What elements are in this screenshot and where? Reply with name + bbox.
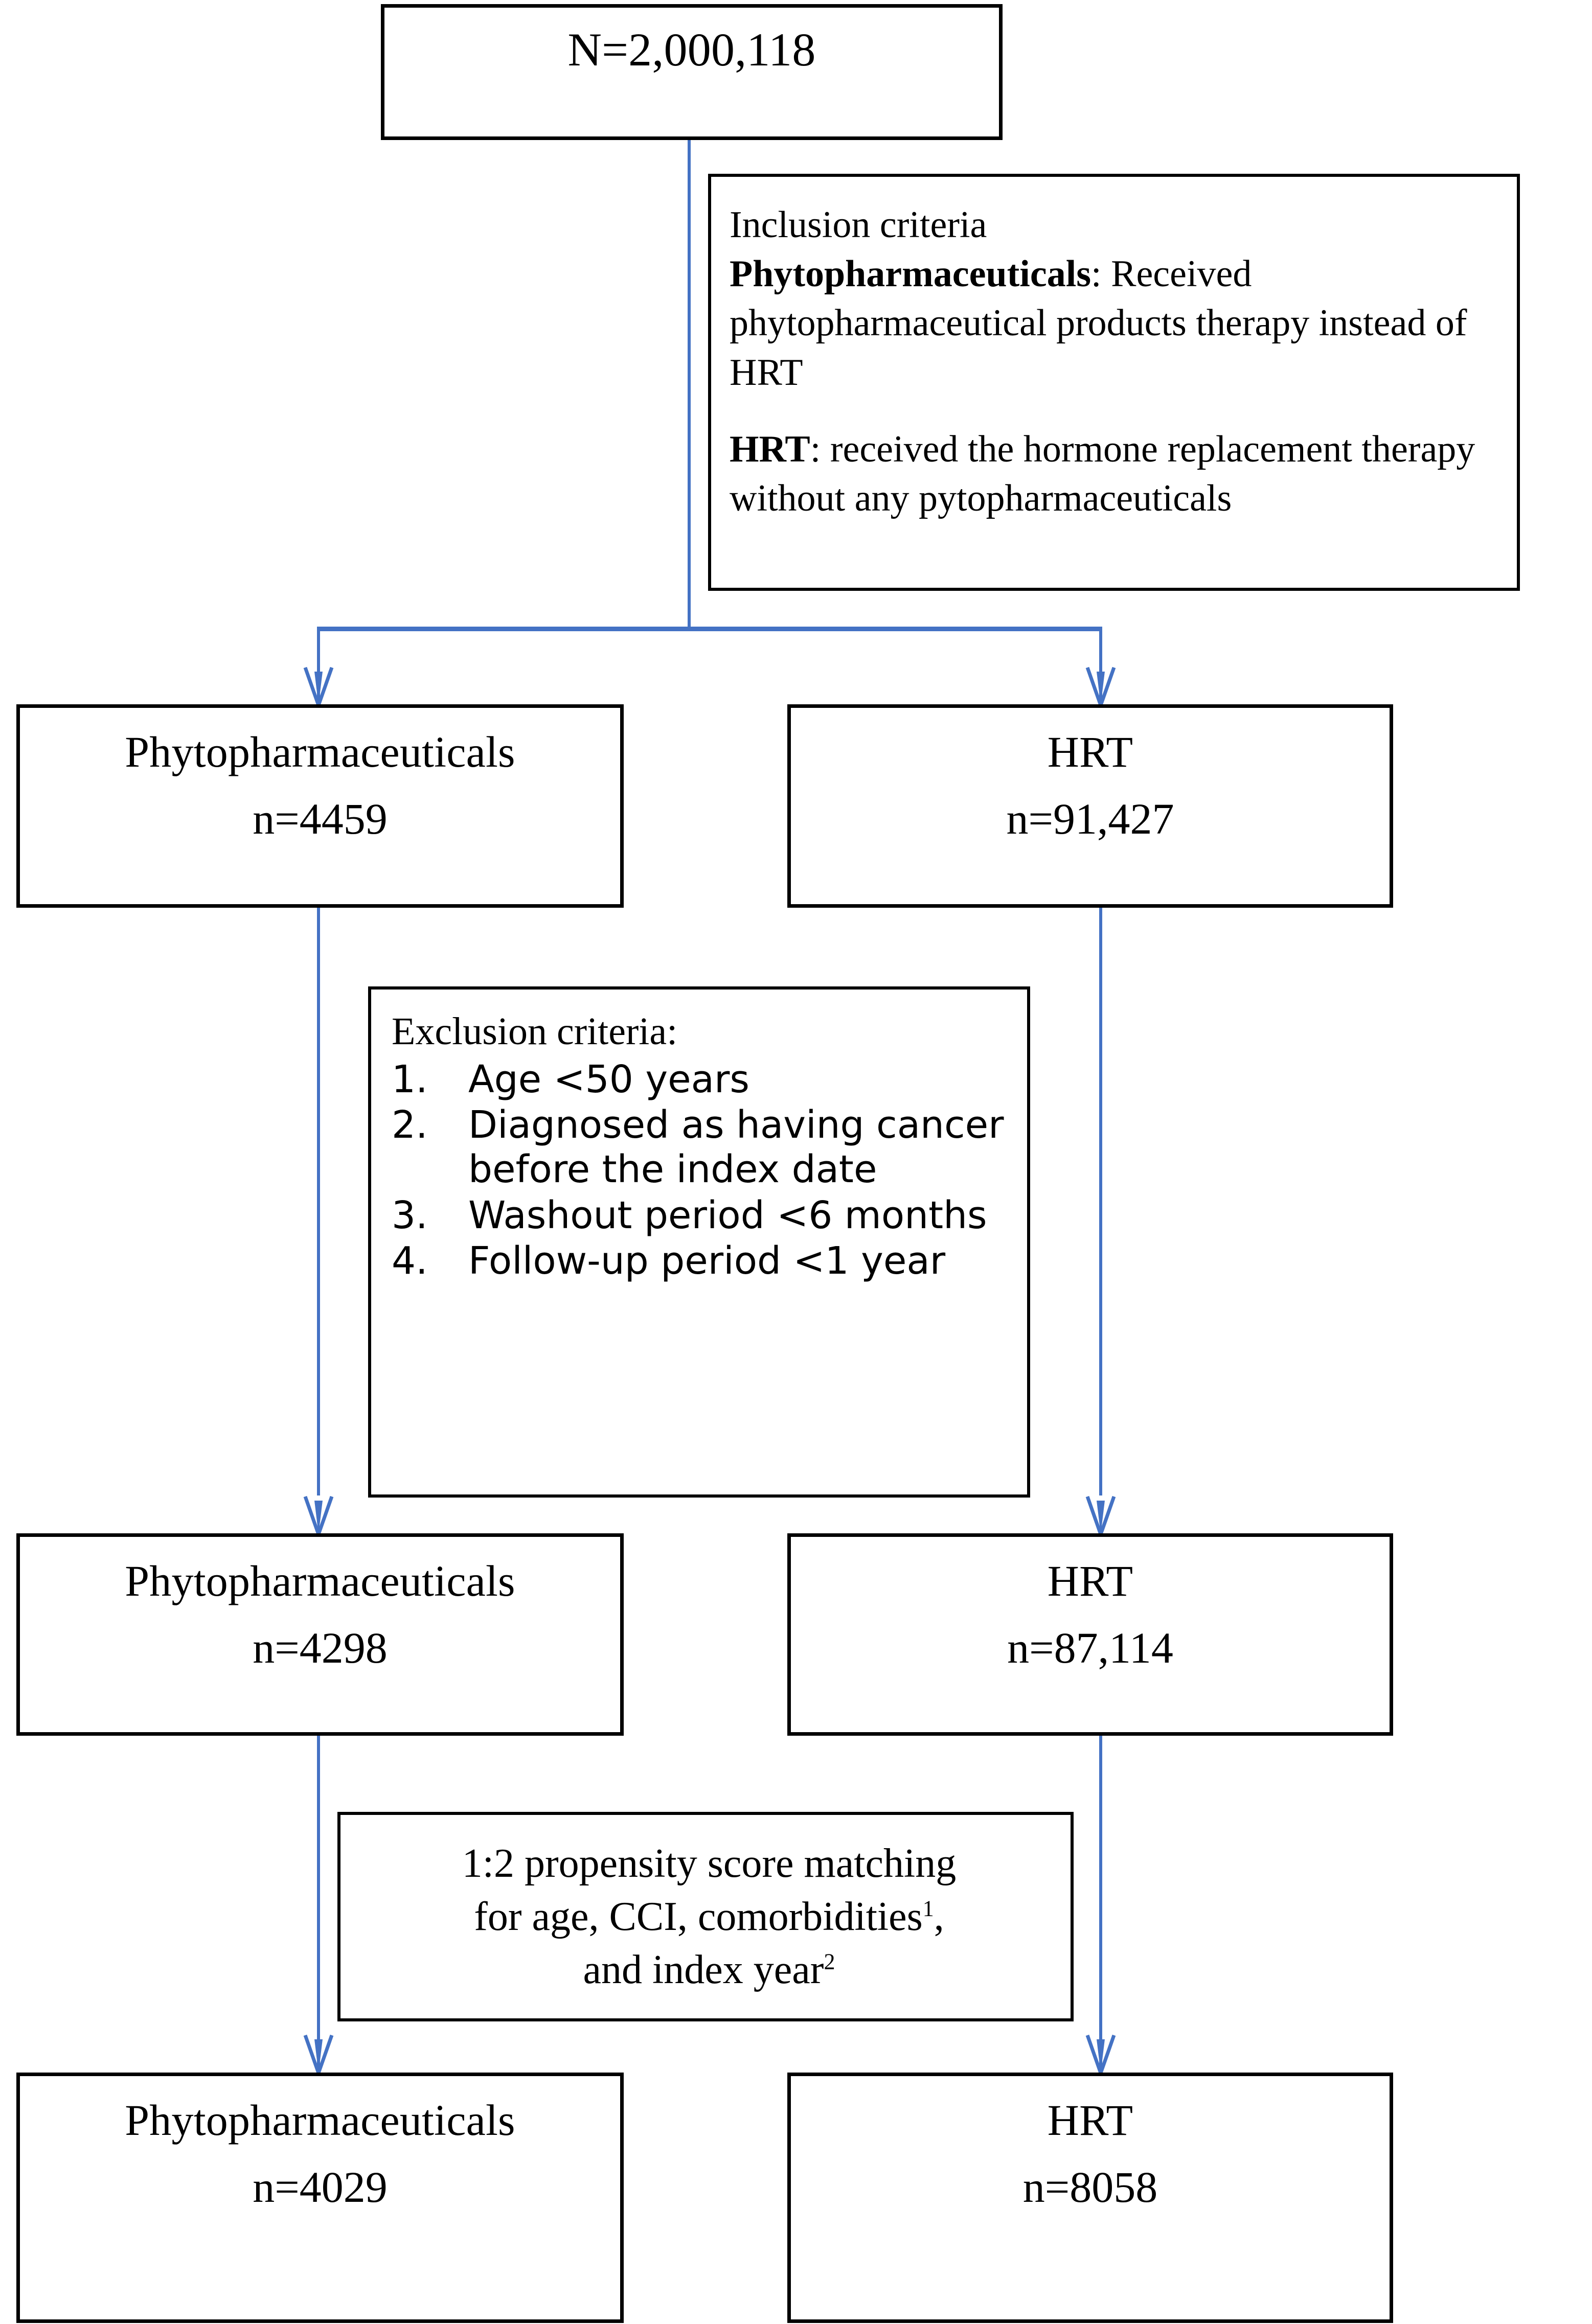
exclusion-item-number: 2.: [392, 1103, 428, 1147]
exclusion-list-item: 1. Age <50 years: [392, 1057, 1018, 1102]
stage2-phytopharmaceuticals-box: Phytopharmaceuticals n=4298: [16, 1533, 624, 1736]
stage3-phyto-content: Phytopharmaceuticals n=4029: [20, 2076, 620, 2214]
arrowhead-phyto3: [297, 2032, 340, 2074]
exclusion-item-text: Follow-up period <1 year: [468, 1238, 946, 1283]
connector-hrt1-to-hrt2: [1099, 908, 1102, 1495]
stage1-hrt-box: HRT n=91,427: [787, 704, 1393, 908]
connector-phyto1-to-phyto2: [317, 908, 320, 1495]
stage1-hrt-title: HRT: [1047, 727, 1133, 776]
propensity-line-3: and index year2: [462, 1943, 956, 1996]
connector-total-to-split: [688, 140, 691, 629]
stage2-phyto-count: n=4298: [253, 1623, 388, 1673]
stage1-phytopharmaceuticals-box: Phytopharmaceuticals n=4459: [16, 704, 624, 908]
propensity-line-2-suffix: ,: [934, 1894, 944, 1939]
exclusion-item-number: 4.: [392, 1238, 428, 1283]
stage1-hrt-count: n=91,427: [1006, 794, 1174, 844]
stage2-hrt-box: HRT n=87,114: [787, 1533, 1393, 1736]
propensity-line-2: for age, CCI, comorbidities1,: [462, 1890, 956, 1943]
stage3-phyto-count: n=4029: [253, 2162, 388, 2212]
exclusion-list-item: 3. Washout period <6 months: [392, 1193, 1018, 1238]
propensity-line-2-superscript: 1: [922, 1896, 934, 1921]
connector-phyto2-to-phyto3: [317, 1736, 320, 2073]
exclusion-list-item: 2. Diagnosed as having cancer before the…: [392, 1103, 1018, 1192]
inclusion-sep-phyto: :: [1091, 253, 1111, 295]
inclusion-text-hrt: received the hormone replacement therapy…: [730, 428, 1475, 519]
propensity-line-3-superscript: 2: [824, 1949, 835, 1974]
total-population-label: N=2,000,118: [567, 24, 816, 76]
exclusion-item-text: Age <50 years: [468, 1057, 749, 1101]
propensity-matching-text: 1:2 propensity score matching for age, C…: [442, 1837, 969, 1996]
stage3-hrt-content: HRT n=8058: [791, 2076, 1390, 2214]
stage1-hrt-content: HRT n=91,427: [791, 708, 1390, 845]
arrowhead-hrt2: [1079, 1493, 1123, 1535]
exclusion-item-text: Diagnosed as having cancer before the in…: [468, 1103, 1004, 1192]
inclusion-item-hrt: HRT: received the hormone replacement th…: [730, 425, 1502, 523]
inclusion-sep-hrt: :: [810, 428, 830, 470]
inclusion-term-hrt: HRT: [730, 428, 810, 470]
stage1-phyto-content: Phytopharmaceuticals n=4459: [20, 708, 620, 845]
exclusion-item-text: Washout period <6 months: [468, 1193, 987, 1237]
exclusion-criteria-list: 1. Age <50 years 2. Diagnosed as having …: [392, 1057, 1018, 1284]
connector-hrt2-to-hrt3: [1099, 1736, 1102, 2073]
inclusion-item-phytopharmaceuticals: Phytopharmaceuticals: Received phytophar…: [730, 249, 1502, 397]
inclusion-text-phyto: Received phytopharmaceutical products th…: [730, 253, 1467, 394]
stage3-hrt-box: HRT n=8058: [787, 2073, 1393, 2323]
exclusion-item-number: 1.: [392, 1057, 428, 1101]
stage3-hrt-title: HRT: [1047, 2096, 1133, 2145]
arrowhead-hrt1: [1079, 664, 1123, 706]
stage3-phyto-title: Phytopharmaceuticals: [125, 2096, 515, 2145]
arrowhead-phyto2: [297, 1493, 340, 1535]
arrowhead-phyto1: [297, 664, 340, 706]
exclusion-item-number: 3.: [392, 1193, 428, 1237]
stage3-hrt-count: n=8058: [1022, 2162, 1158, 2212]
inclusion-criteria-box: Inclusion criteria Phytopharmaceuticals:…: [708, 174, 1520, 591]
stage2-hrt-count: n=87,114: [1007, 1623, 1173, 1673]
exclusion-heading: Exclusion criteria:: [392, 1010, 678, 1053]
arrowhead-hrt3: [1079, 2032, 1123, 2074]
propensity-line-3-prefix: and index year: [583, 1947, 824, 1992]
propensity-matching-box: 1:2 propensity score matching for age, C…: [337, 1812, 1074, 2021]
propensity-line-1: 1:2 propensity score matching: [462, 1841, 957, 1886]
propensity-line-2-prefix: for age, CCI, comorbidities: [474, 1894, 923, 1939]
stage2-hrt-title: HRT: [1047, 1556, 1133, 1605]
total-population-box: N=2,000,118: [381, 4, 1003, 140]
stage2-phyto-title: Phytopharmaceuticals: [125, 1556, 515, 1605]
connector-split-to-hrt1: [1099, 627, 1102, 704]
stage1-phyto-title: Phytopharmaceuticals: [125, 727, 515, 776]
inclusion-term-phyto: Phytopharmaceuticals: [730, 253, 1091, 295]
stage2-phyto-content: Phytopharmaceuticals n=4298: [20, 1537, 620, 1674]
stage2-hrt-content: HRT n=87,114: [791, 1537, 1390, 1674]
stage1-phyto-count: n=4459: [253, 794, 388, 844]
inclusion-heading: Inclusion criteria: [730, 204, 987, 246]
exclusion-list-item: 4. Follow-up period <1 year: [392, 1239, 1018, 1283]
exclusion-criteria-box: Exclusion criteria: 1. Age <50 years 2. …: [368, 986, 1030, 1498]
connector-split-horizontal: [317, 627, 1102, 631]
connector-split-to-phyto1: [317, 627, 320, 704]
inclusion-spacer: [730, 397, 1502, 425]
stage3-phytopharmaceuticals-box: Phytopharmaceuticals n=4029: [16, 2073, 624, 2323]
